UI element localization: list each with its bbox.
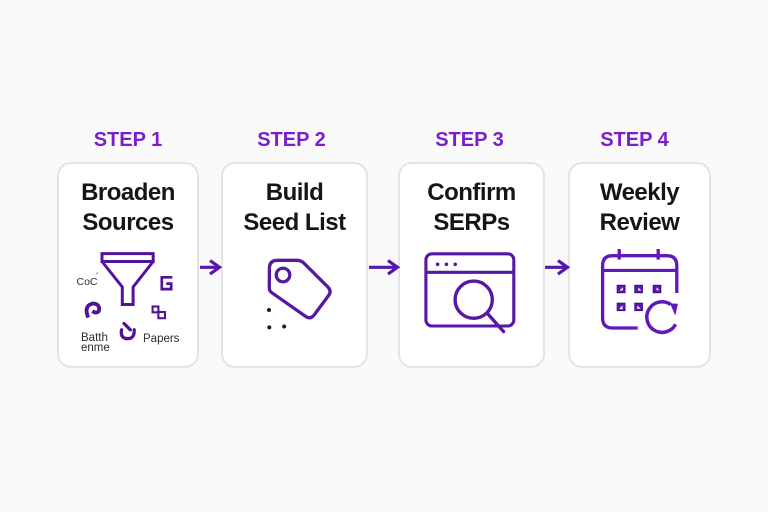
svg-text:Batth: Batth [81,332,108,344]
svg-text:Papers: Papers [143,333,180,345]
svg-text:enme: enme [81,342,110,354]
svg-text:CoC: CoC [77,276,98,288]
svg-text:˘: ˘ [95,271,99,280]
